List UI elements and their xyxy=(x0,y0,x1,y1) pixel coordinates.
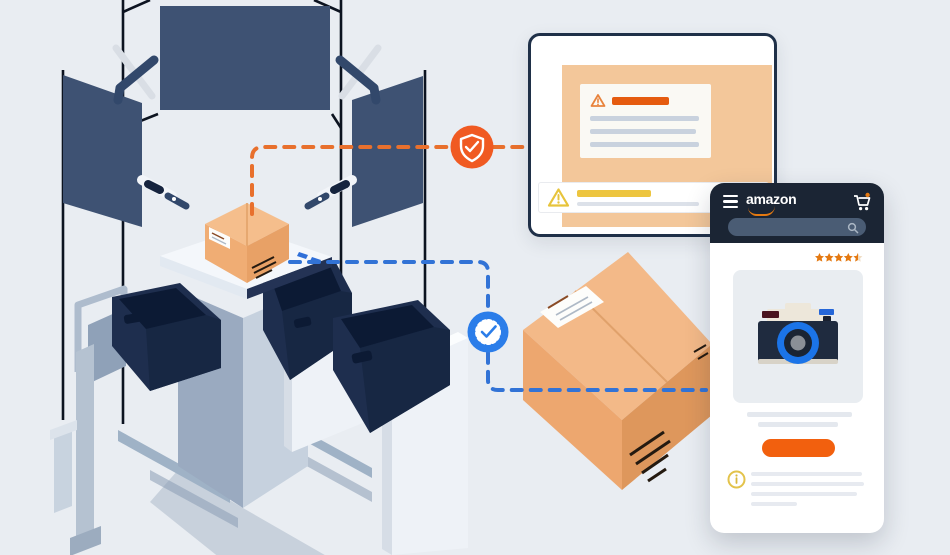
camera-left xyxy=(137,175,190,210)
amazon-smile-icon xyxy=(748,206,775,216)
orange-flow-path xyxy=(250,145,526,216)
camera-illustration xyxy=(758,302,838,364)
package-on-pedestal xyxy=(205,203,289,283)
camera-right xyxy=(304,175,357,210)
cart-icon[interactable] xyxy=(851,192,873,217)
sorting-bin-left xyxy=(112,283,221,391)
studio-light-left xyxy=(112,44,159,105)
hamburger-menu-icon[interactable] xyxy=(723,195,738,209)
studio-light-right xyxy=(335,44,382,105)
barcode xyxy=(251,256,277,279)
warning-triangle-icon xyxy=(590,94,606,107)
search-input[interactable] xyxy=(728,218,866,236)
search-icon xyxy=(847,222,859,233)
shield-check-icon xyxy=(450,125,494,169)
text-placeholder xyxy=(590,116,699,121)
rack xyxy=(50,285,128,555)
seal-check-icon xyxy=(467,311,509,353)
text-placeholder xyxy=(751,482,864,486)
product-image[interactable] xyxy=(733,270,863,403)
barcode xyxy=(629,430,671,483)
product-title-placeholder xyxy=(747,412,852,417)
amazon-logo: amazon xyxy=(746,191,797,207)
app-header: amazon xyxy=(710,183,884,243)
sorting-bin-middle xyxy=(263,261,352,380)
text-placeholder xyxy=(751,492,857,496)
warning-triangle-icon xyxy=(547,188,570,207)
shipping-label xyxy=(540,286,604,328)
side-panel-left xyxy=(63,75,142,227)
text-placeholder xyxy=(751,502,797,506)
sorting-bin-right xyxy=(333,300,450,433)
rating-stars xyxy=(815,251,863,269)
info-icon[interactable] xyxy=(727,470,746,489)
photo-backdrop xyxy=(160,6,330,110)
big-package-box xyxy=(523,252,712,490)
buy-button[interactable] xyxy=(762,439,835,457)
text-placeholder xyxy=(590,129,696,134)
info-note xyxy=(727,470,864,506)
alert-title-placeholder xyxy=(612,96,669,105)
side-panel-right xyxy=(352,76,423,227)
warning-title-placeholder xyxy=(577,189,651,197)
amazon-app-phone: amazon xyxy=(710,183,884,533)
text-placeholder xyxy=(751,472,862,476)
text-placeholder xyxy=(577,201,699,206)
text-placeholder xyxy=(590,142,699,147)
alert-message-panel xyxy=(580,84,711,158)
product-title-placeholder xyxy=(758,422,838,427)
